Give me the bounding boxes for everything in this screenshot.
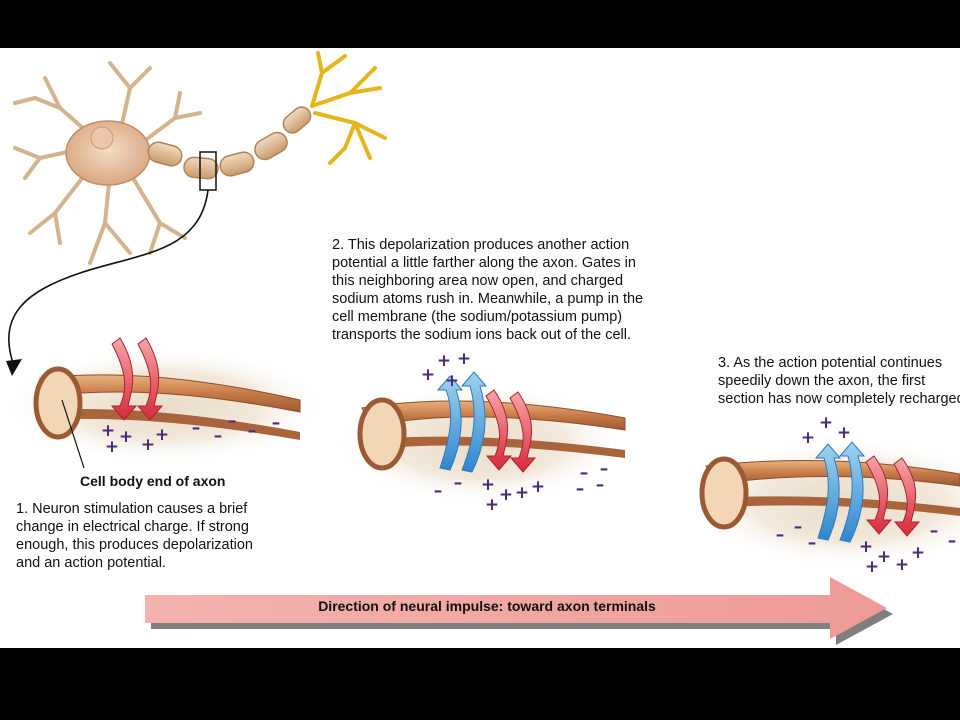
ion-minus: – — [228, 411, 237, 431]
direction-label: Direction of neural impulse: toward axon… — [318, 598, 656, 614]
caption-line: 3. As the action potential continues — [718, 355, 943, 371]
ion-plus: + — [865, 557, 879, 577]
ion-minus: – — [596, 475, 605, 495]
ion-minus: – — [930, 521, 939, 541]
ion-plus: + — [895, 555, 909, 575]
ion-plus: + — [141, 435, 155, 455]
caption-step-2: 2. This depolarization produces another … — [332, 236, 643, 344]
axon-segment-1 — [5, 348, 325, 469]
caption-line: 2. This depolarization produces another … — [332, 237, 630, 253]
ion-minus: – — [776, 525, 785, 545]
ion-minus: – — [434, 481, 443, 501]
ion-plus: + — [877, 547, 891, 567]
ion-plus: + — [859, 537, 873, 557]
ion-plus: + — [801, 428, 815, 448]
ion-plus: + — [457, 349, 471, 369]
inflow-arrow-icon — [865, 455, 921, 537]
ion-minus: – — [454, 473, 463, 493]
caption-step-1: 1. Neuron stimulation causes a brief cha… — [16, 500, 253, 572]
inflow-arrow-icon — [110, 337, 164, 421]
outflow-arrow-icon — [436, 371, 488, 473]
ion-plus: + — [515, 483, 529, 503]
caption-line: speedily down the axon, the first — [718, 373, 926, 389]
ion-minus: – — [948, 531, 957, 551]
ion-plus: + — [531, 477, 545, 497]
diagram-art: + + + + + – – – – – + + + + – – + + + + … — [5, 51, 960, 645]
ion-minus: – — [600, 459, 609, 479]
ion-plus: + — [155, 425, 169, 445]
ion-minus: – — [214, 426, 223, 446]
ion-plus: + — [119, 427, 133, 447]
ion-plus: + — [421, 365, 435, 385]
ion-signs-1: + + + + + – – – – – — [101, 411, 280, 457]
ion-minus: – — [192, 418, 201, 438]
ion-minus: – — [580, 463, 589, 483]
caption-line: section has now completely recharged. — [718, 391, 960, 407]
ion-minus: – — [576, 479, 585, 499]
caption-line: 1. Neuron stimulation causes a brief — [16, 501, 248, 517]
ion-minus: – — [248, 421, 257, 441]
ion-plus: + — [485, 495, 499, 515]
ion-plus: + — [101, 421, 115, 441]
ion-plus: + — [481, 475, 495, 495]
ion-minus: – — [808, 533, 817, 553]
direction-arrow — [145, 577, 893, 645]
ion-minus: – — [794, 517, 803, 537]
axon-end-label: Cell body end of axon — [80, 473, 226, 489]
neuron-cell-icon — [13, 51, 387, 265]
pointer-arrow-icon — [6, 189, 209, 376]
inflow-arrow-icon — [485, 389, 537, 473]
ion-plus: + — [437, 351, 451, 371]
caption-step-3: 3. As the action potential continues spe… — [718, 354, 960, 408]
ion-minus: – — [272, 413, 281, 433]
ion-plus: + — [445, 371, 459, 391]
caption-line: and an action potential. — [16, 555, 166, 571]
ion-plus: + — [105, 437, 119, 457]
ion-plus: + — [911, 543, 925, 563]
outflow-arrow-icon — [814, 441, 866, 543]
ion-signs-3: + + + – – – + + + + + – – — [776, 413, 957, 577]
ion-signs-2: + + + + – – + + + + + – – – – — [421, 349, 608, 515]
caption-line: enough, this produces depolarization — [16, 537, 253, 553]
caption-line: potential a little farther along the axo… — [332, 255, 636, 271]
ion-plus: + — [837, 423, 851, 443]
ion-plus: + — [499, 485, 513, 505]
caption-line: sodium atoms rush in. Meanwhile, a pump … — [332, 291, 644, 307]
caption-line: change in electrical charge. If strong — [16, 519, 249, 535]
caption-line: cell membrane (the sodium/potassium pump… — [332, 309, 623, 325]
caption-line: transports the sodium ions back out of t… — [332, 327, 632, 343]
caption-line: this neighboring area now open, and char… — [332, 273, 624, 289]
ion-plus: + — [819, 413, 833, 433]
slide: + + + + + – – – – – + + + + – – + + + + … — [0, 48, 960, 648]
